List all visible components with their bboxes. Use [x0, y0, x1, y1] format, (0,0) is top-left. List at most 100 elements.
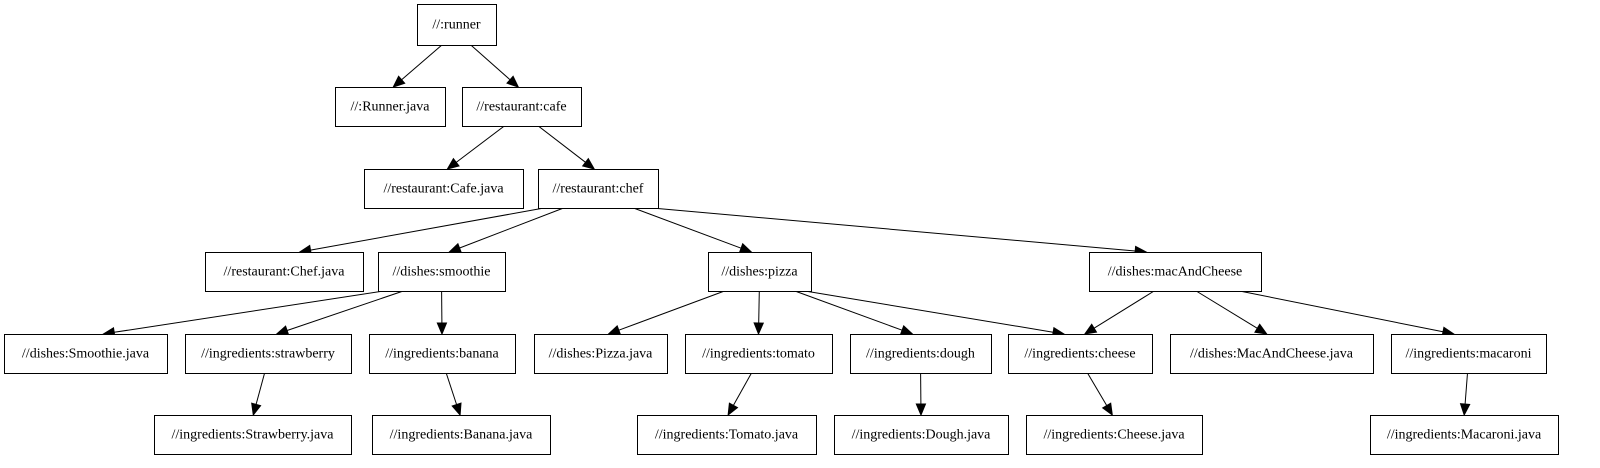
graph-edge-dishes-smoothie-to-ing-strawberry: [275, 290, 404, 336]
node-box[interactable]: [1008, 334, 1153, 374]
edge-line: [1093, 290, 1155, 329]
graph-edge-ing-tomato-to-tomato-java: [727, 372, 752, 417]
node-label: //:Runner.java: [351, 100, 431, 115]
edge-line: [537, 125, 586, 163]
graph-node-mac-java[interactable]: //dishes:MacAndCheese.java: [1170, 334, 1374, 374]
graph-edge-ing-cheese-to-cheese-java: [1087, 372, 1113, 417]
node-label: //dishes:Smoothie.java: [22, 347, 150, 362]
node-box[interactable]: [834, 415, 1009, 455]
graph-node-runner-java[interactable]: //:Runner.java: [335, 87, 446, 127]
graph-node-runner[interactable]: //:runner: [417, 4, 497, 46]
arrowhead-icon: [446, 157, 460, 170]
node-label: //ingredients:strawberry: [201, 347, 335, 362]
graph-edge-dishes-mac-to-ing-cheese: [1083, 290, 1155, 335]
graph-node-dishes-mac[interactable]: //dishes:macAndCheese: [1089, 252, 1262, 292]
edge-line: [401, 44, 443, 81]
node-label: //ingredients:Tomato.java: [655, 428, 799, 443]
edge-line: [758, 290, 760, 324]
graph-edge-runner-to-restaurant-cafe: [470, 44, 520, 88]
node-box[interactable]: [1170, 334, 1374, 374]
node-box[interactable]: [335, 87, 446, 127]
graph-node-cafe-java[interactable]: //restaurant:Cafe.java: [364, 169, 524, 209]
arrowhead-icon: [436, 322, 448, 336]
node-label: //restaurant:chef: [553, 182, 644, 197]
node-box[interactable]: [534, 334, 668, 374]
node-box[interactable]: [417, 4, 497, 46]
graph-node-dishes-pizza[interactable]: //dishes:pizza: [708, 252, 812, 292]
arrowhead-icon: [275, 325, 290, 336]
graph-node-restaurant-cafe[interactable]: //restaurant:cafe: [462, 87, 582, 127]
graph-node-ing-strawberry[interactable]: //ingredients:strawberry: [185, 334, 352, 374]
edge-line: [459, 207, 564, 249]
node-label: //ingredients:dough: [866, 347, 975, 362]
node-box[interactable]: [685, 334, 833, 374]
graph-node-restaurant-chef[interactable]: //restaurant:chef: [538, 169, 659, 209]
graph-edge-restaurant-chef-to-dishes-mac: [651, 207, 1148, 257]
arrowhead-icon: [915, 403, 927, 417]
graph-node-cheese-java[interactable]: //ingredients:Cheese.java: [1026, 415, 1203, 455]
graph-node-strawberry-java[interactable]: //ingredients:Strawberry.java: [154, 415, 352, 455]
graph-node-tomato-java[interactable]: //ingredients:Tomato.java: [637, 415, 817, 455]
node-box[interactable]: [850, 334, 992, 374]
arrowhead-icon: [451, 402, 462, 417]
graph-node-chef-java[interactable]: //restaurant:Chef.java: [205, 252, 364, 292]
node-label: //ingredients:Macaroni.java: [1387, 428, 1542, 443]
graph-node-macaroni-java[interactable]: //ingredients:Macaroni.java: [1370, 415, 1559, 455]
node-box[interactable]: [378, 252, 506, 292]
edge-line: [804, 290, 1054, 333]
arrowhead-icon: [581, 157, 596, 170]
graph-node-ing-tomato[interactable]: //ingredients:tomato: [685, 334, 833, 374]
graph-edges-layer: [102, 44, 1471, 417]
arrowhead-icon: [607, 325, 622, 336]
graph-node-ing-banana[interactable]: //ingredients:banana: [369, 334, 516, 374]
node-box[interactable]: [1089, 252, 1262, 292]
node-box[interactable]: [369, 334, 516, 374]
node-label: //ingredients:Dough.java: [852, 428, 992, 443]
graph-node-ing-cheese[interactable]: //ingredients:cheese: [1008, 334, 1153, 374]
node-label: //restaurant:Cafe.java: [383, 182, 504, 197]
edge-line: [286, 290, 404, 331]
edge-line: [455, 125, 505, 163]
node-box[interactable]: [372, 415, 551, 455]
node-box[interactable]: [154, 415, 352, 455]
node-label: //ingredients:Strawberry.java: [172, 428, 335, 443]
node-box[interactable]: [4, 334, 168, 374]
arrowhead-icon: [727, 402, 739, 417]
node-label: //dishes:macAndCheese: [1108, 265, 1243, 280]
edge-line: [1087, 372, 1108, 406]
graph-node-smoothie-java[interactable]: //dishes:Smoothie.java: [4, 334, 168, 374]
node-box[interactable]: [1391, 334, 1547, 374]
arrowhead-icon: [448, 242, 462, 253]
graph-edge-dishes-mac-to-ing-macaroni: [1239, 290, 1456, 337]
graph-edge-dishes-pizza-to-ing-dough: [794, 290, 914, 336]
arrowhead-icon: [506, 75, 520, 88]
node-box[interactable]: [364, 169, 524, 209]
edge-line: [445, 372, 458, 405]
node-box[interactable]: [462, 87, 582, 127]
graph-node-banana-java[interactable]: //ingredients:Banana.java: [372, 415, 551, 455]
node-box[interactable]: [637, 415, 817, 455]
node-box[interactable]: [538, 169, 659, 209]
edge-line: [470, 44, 511, 81]
edge-line: [732, 372, 752, 406]
graph-node-dishes-smoothie[interactable]: //dishes:smoothie: [378, 252, 506, 292]
node-label: //ingredients:tomato: [702, 347, 815, 362]
node-box[interactable]: [1370, 415, 1559, 455]
node-box[interactable]: [185, 334, 352, 374]
edge-line: [633, 207, 742, 249]
edge-line: [114, 290, 385, 333]
graph-node-ing-macaroni[interactable]: //ingredients:macaroni: [1391, 334, 1547, 374]
node-box[interactable]: [1026, 415, 1203, 455]
node-label: //ingredients:banana: [385, 347, 499, 362]
edge-line: [651, 207, 1136, 252]
graph-node-pizza-java[interactable]: //dishes:Pizza.java: [534, 334, 668, 374]
node-box[interactable]: [205, 252, 364, 292]
graph-edge-runner-to-runner-java: [392, 44, 443, 88]
node-label: //restaurant:cafe: [476, 100, 566, 115]
node-box[interactable]: [708, 252, 812, 292]
graph-node-ing-dough[interactable]: //ingredients:dough: [850, 334, 992, 374]
graph-node-dough-java[interactable]: //ingredients:Dough.java: [834, 415, 1009, 455]
graph-edge-dishes-pizza-to-ing-tomato: [753, 290, 765, 336]
edge-line: [1239, 290, 1444, 333]
node-label: //dishes:MacAndCheese.java: [1190, 347, 1354, 362]
